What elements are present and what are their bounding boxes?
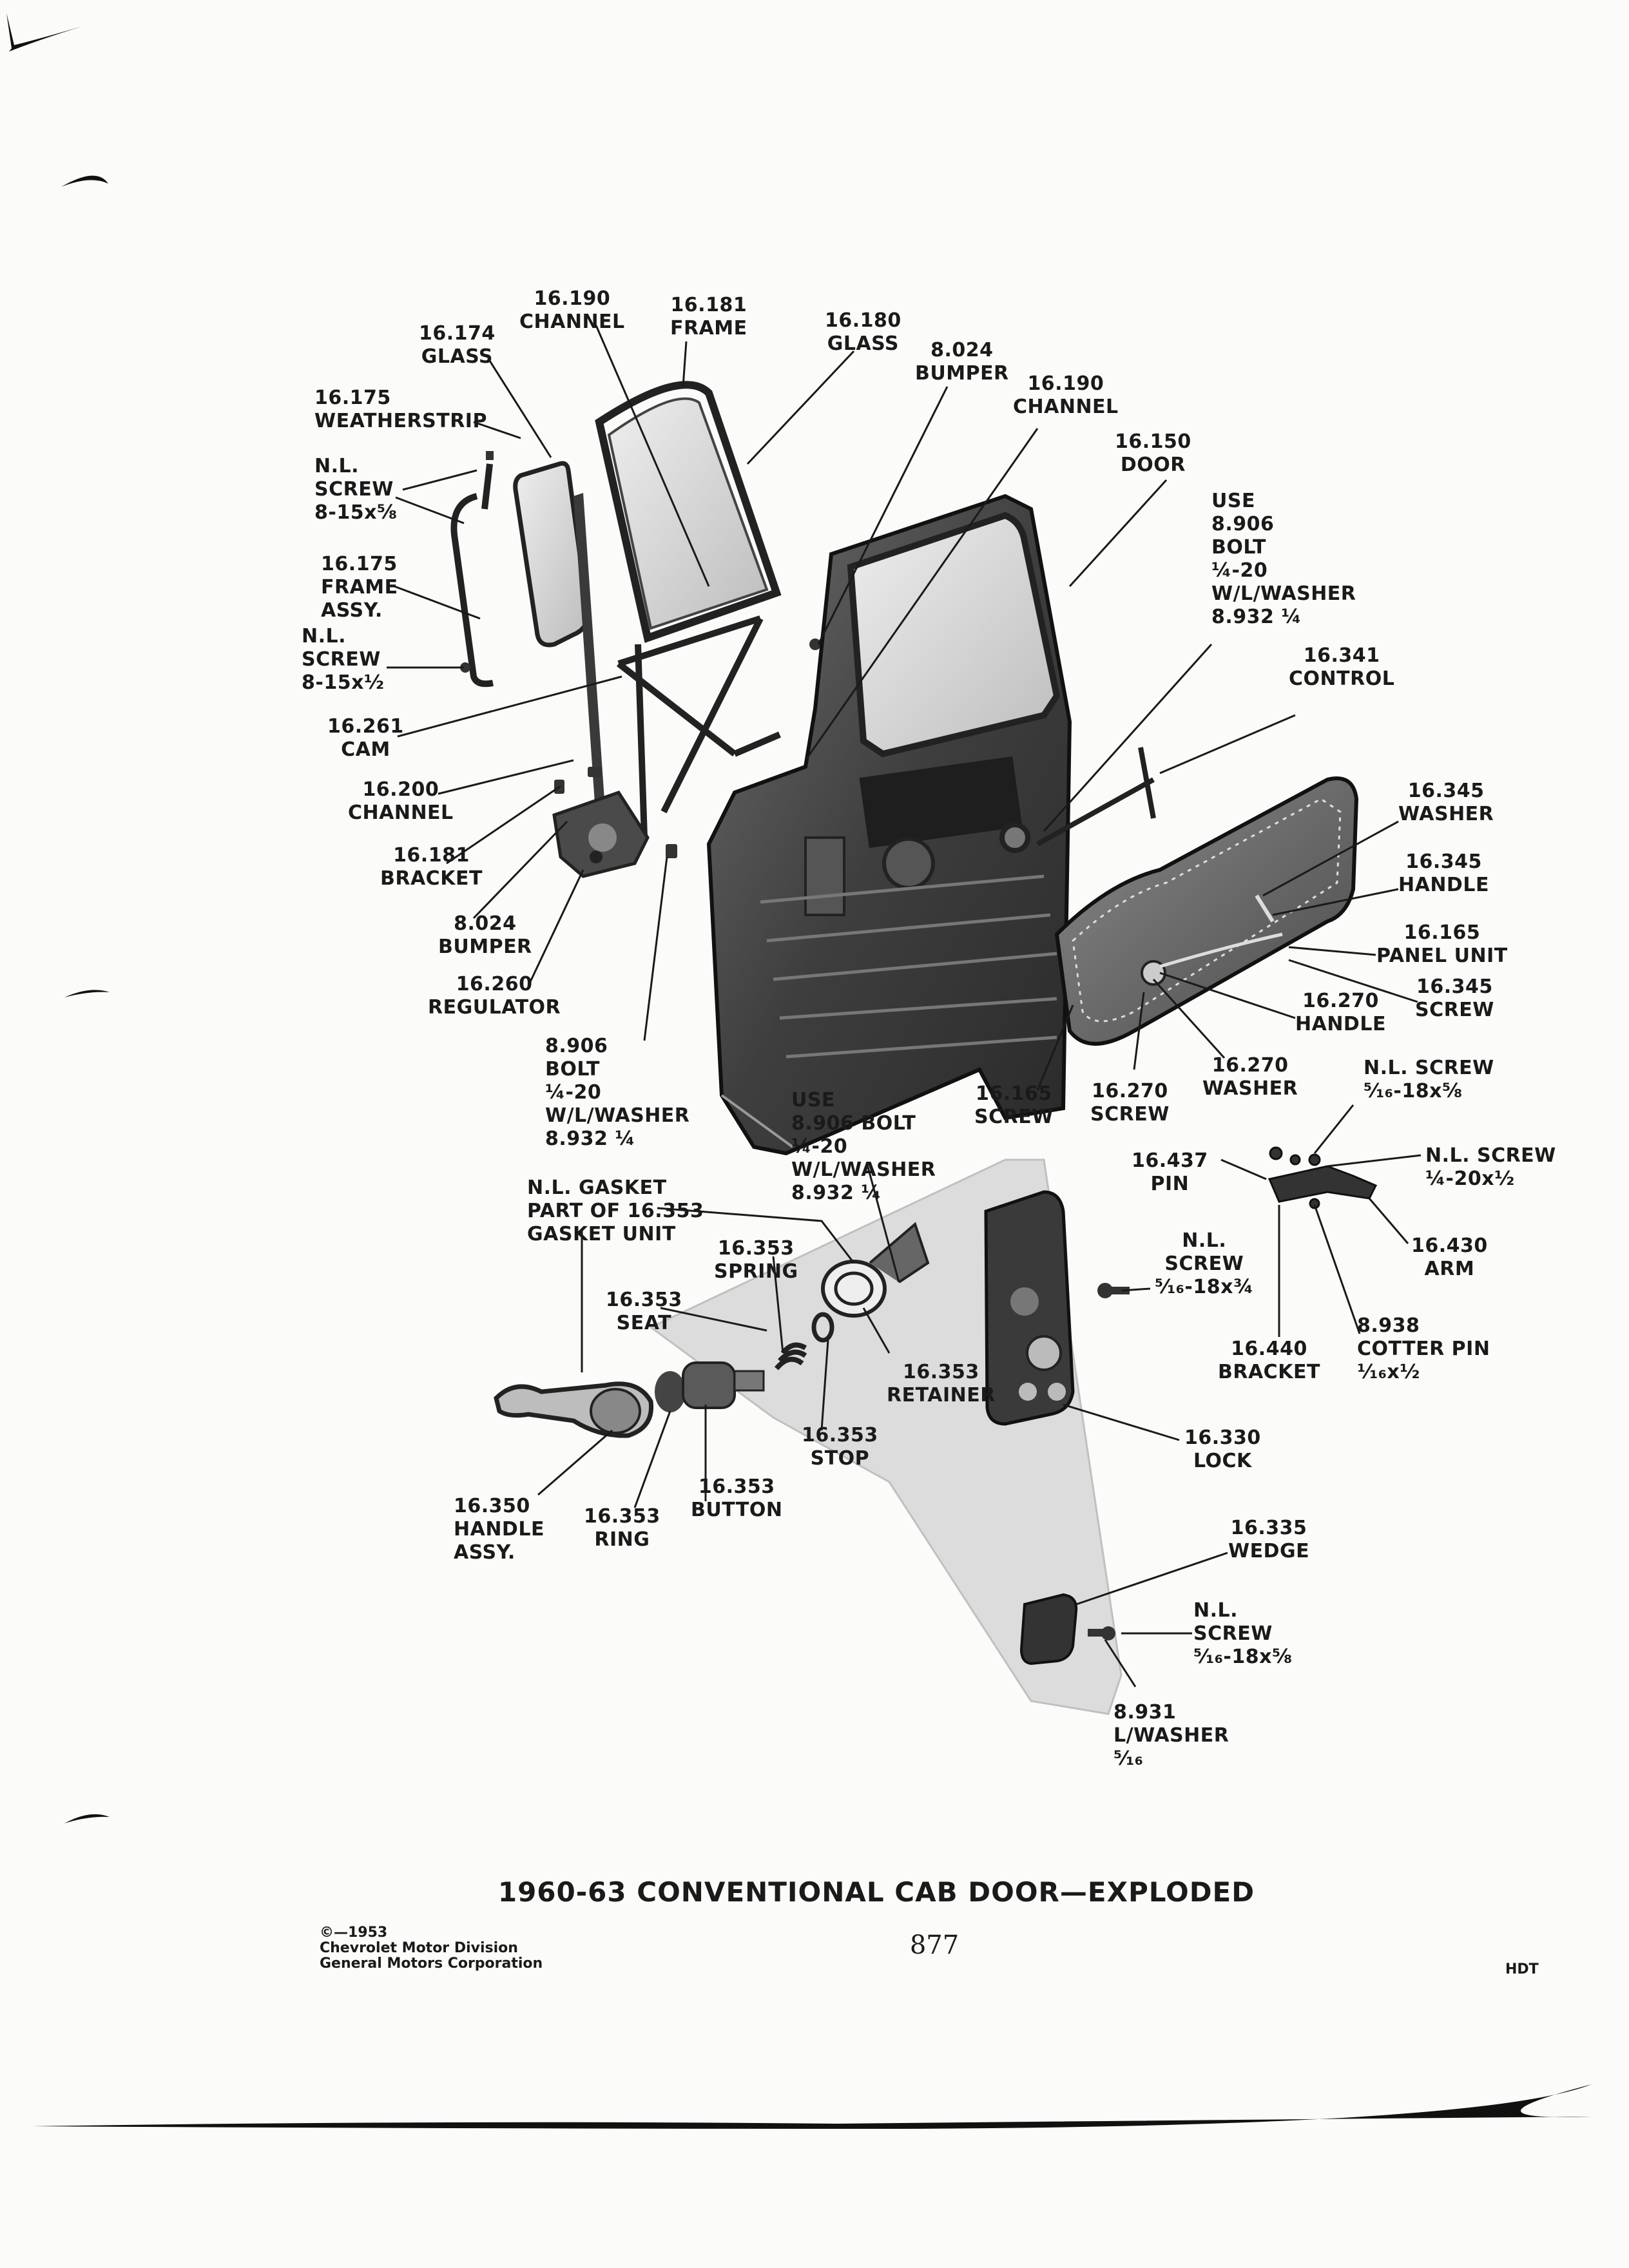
- retainer-part: [821, 1222, 930, 1318]
- leader-lines: [387, 325, 1422, 1687]
- weatherstrip-glass-part: [513, 461, 590, 648]
- button-ring-parts: [655, 1312, 834, 1412]
- regulator-part: [552, 790, 650, 878]
- handle-assy-part: [494, 1381, 654, 1438]
- corner-code: HDT: [1505, 1961, 1539, 1977]
- frame-assy-part: [450, 463, 494, 687]
- channel-strip-part: [574, 493, 606, 822]
- scan-marks: [6, 13, 1592, 2129]
- door-part: [706, 494, 1072, 1156]
- page-number: 877: [909, 1930, 959, 1960]
- lock-part: [984, 1190, 1075, 1426]
- bracket-arm-part: [1268, 1146, 1378, 1209]
- screw-part: [1097, 1283, 1130, 1298]
- small-hardware-parts: [460, 451, 821, 858]
- page-title: 1960-63 CONVENTIONAL CAB DOOR—EXPLODED: [497, 1876, 1255, 1908]
- main-glass-part: [595, 381, 782, 643]
- trim-panel-part: [1054, 776, 1359, 1046]
- copyright-notice: ©—1953 Chevrolet Motor Division General …: [320, 1925, 543, 1972]
- regulator-arms-part: [616, 615, 781, 838]
- wedge-part: [1019, 1593, 1115, 1666]
- control-part: [999, 747, 1156, 853]
